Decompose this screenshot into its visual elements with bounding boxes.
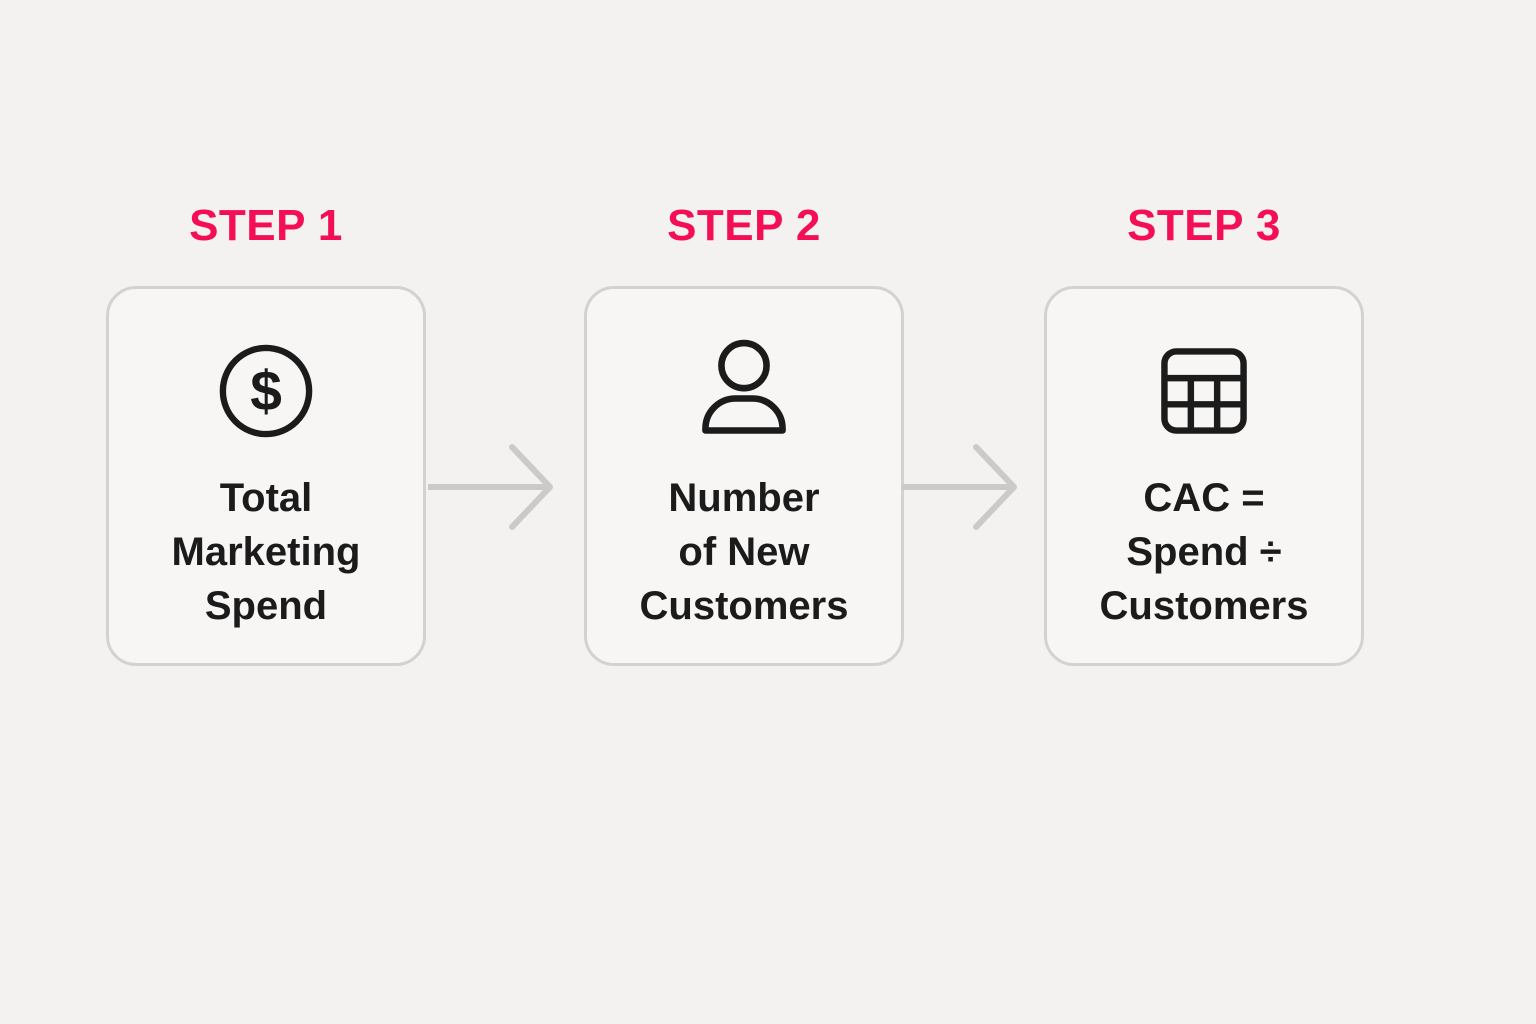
step-2: STEP 2 Number of New Customers <box>584 200 904 666</box>
step-1-card: $ Total Marketing Spend <box>106 286 426 666</box>
person-icon <box>697 337 791 445</box>
step-3: STEP 3 CAC = Spend ÷ Customers <box>1044 200 1364 666</box>
step-3-card: CAC = Spend ÷ Customers <box>1044 286 1364 666</box>
dollar-glyph: $ <box>250 361 282 424</box>
arrow-right-icon <box>428 444 553 530</box>
text-line: Spend <box>204 584 328 628</box>
dollar-circle-icon: $ <box>217 337 315 445</box>
text-line: Spend ÷ <box>1126 530 1282 574</box>
step-3-heading: STEP 3 <box>1127 201 1281 250</box>
step-2-heading: STEP 2 <box>667 201 821 250</box>
text-line: Customers <box>1099 584 1309 628</box>
text-line: CAC = <box>1143 476 1265 520</box>
step-2-text: Number of New Customers <box>640 471 849 633</box>
step-3-text: CAC = Spend ÷ Customers <box>1100 471 1309 633</box>
step-2-card: Number of New Customers <box>584 286 904 666</box>
step-1-text: Total Marketing Spend <box>172 471 361 633</box>
text-line: Customers <box>639 584 849 628</box>
text-line: of New <box>678 530 810 574</box>
step-1: STEP 1 $ Total Marketing Spend <box>106 200 426 666</box>
text-line: Total <box>219 476 313 520</box>
text-line: Number <box>668 476 820 520</box>
text-line: Marketing <box>171 530 361 574</box>
calculator-icon <box>1158 337 1250 445</box>
arrow-right-icon <box>902 444 1017 530</box>
step-1-heading: STEP 1 <box>189 201 343 250</box>
